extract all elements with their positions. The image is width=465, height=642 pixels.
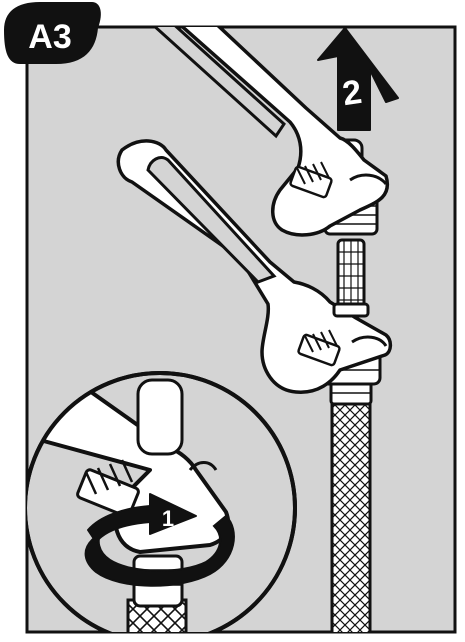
step-label: A3 [28, 18, 71, 56]
braided-hose-icon [331, 382, 371, 640]
filter-screen-icon [334, 240, 368, 316]
callout-number-1: 1 [162, 506, 174, 531]
